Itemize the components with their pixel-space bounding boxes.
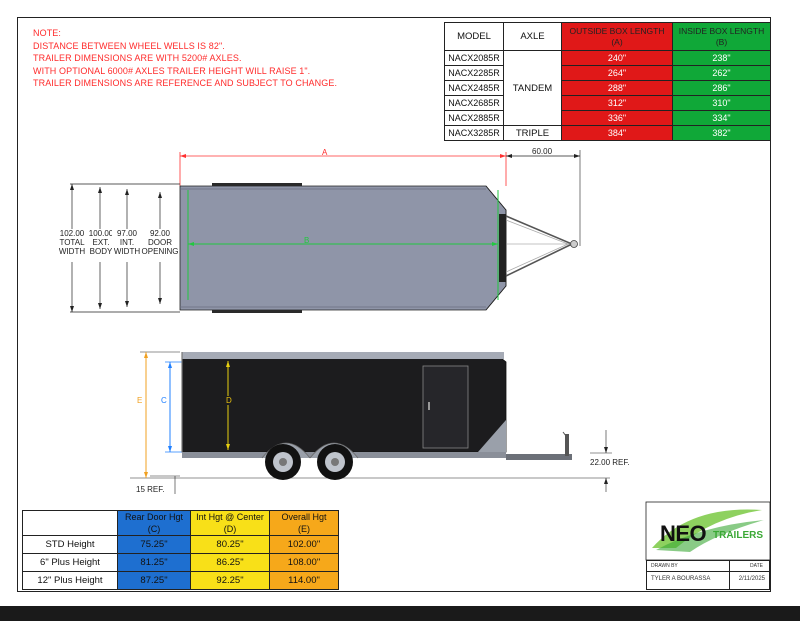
header-outside-length: OUTSIDE BOX LENGTH (A) — [561, 22, 673, 51]
drawn-by-value: TYLER A BOURASSA — [651, 576, 711, 582]
header-title: Int Hgt @ Center — [196, 512, 264, 522]
inside-length-cell: 238" — [672, 50, 771, 66]
notes-block: NOTE: DISTANCE BETWEEN WHEEL WELLS IS 82… — [33, 27, 337, 90]
row-label: 12" Plus Height — [22, 571, 118, 590]
neo-trailers-logo — [645, 501, 771, 561]
title-block: DRAWN BY DATE TYLER A BOURASSA 2/11/2025 — [646, 560, 770, 590]
dim-e-label: E — [137, 396, 143, 405]
ext-body-label: 100.00 EXT. BODY — [85, 229, 117, 256]
inside-length-cell: 262" — [672, 65, 771, 81]
note-line: TRAILER DIMENSIONS ARE WITH 5200# AXLES. — [33, 53, 242, 63]
outside-length-cell: 264" — [561, 65, 673, 81]
header-sub: (C) — [147, 524, 161, 534]
rear-door-hgt-cell: 87.25" — [117, 571, 191, 590]
rear-door-hgt-cell: 75.25" — [117, 535, 191, 554]
table-row: NACX2285R 264" 262" — [444, 65, 771, 81]
header-outside-sub: (A) — [611, 36, 623, 47]
header-inside-sub: (B) — [715, 36, 728, 47]
title-block-separator — [729, 561, 730, 589]
overall-hgt-cell: 114.00" — [269, 571, 339, 590]
dim-b-label: B — [304, 236, 310, 245]
height-table: Rear Door Hgt (C) Int Hgt @ Center (D) O… — [22, 510, 339, 590]
rear-door-hgt-cell: 81.25" — [117, 553, 191, 572]
axle-tandem-cell: TANDEM — [503, 50, 562, 126]
trailer-drawing — [70, 150, 771, 561]
side-view — [130, 351, 612, 494]
note-line: DISTANCE BETWEEN WHEEL WELLS IS 82". — [33, 40, 225, 51]
header-inside-title: INSIDE BOX LENGTH — [678, 25, 765, 36]
overall-hgt-cell: 108.00" — [269, 553, 339, 572]
table-row: Rear Door Hgt (C) Int Hgt @ Center (D) O… — [22, 510, 339, 536]
table-row: STD Height 75.25" 80.25" 102.00" — [22, 535, 339, 554]
overall-hgt-cell: 102.00" — [269, 535, 339, 554]
inside-length-cell: 382" — [672, 125, 771, 141]
inside-length-cell: 310" — [672, 95, 771, 111]
axle-triple-cell: TRIPLE — [503, 125, 562, 141]
note-line: TRAILER DIMENSIONS ARE REFERENCE AND SUB… — [33, 78, 338, 88]
int-hgt-cell: 86.25" — [190, 553, 270, 572]
total-width-label: 102.00 TOTAL WIDTH — [54, 229, 90, 256]
table-row: 12" Plus Height 87.25" 92.25" 114.00" — [22, 571, 339, 590]
sheet-border — [17, 17, 771, 592]
row-label: STD Height — [22, 535, 118, 554]
logo-main-text: NEO — [660, 521, 707, 546]
model-cell: NACX2685R — [444, 95, 504, 111]
int-hgt-cell: 80.25" — [190, 535, 270, 554]
table-row: NACX3285R TRIPLE 384" 382" — [444, 125, 771, 141]
drawing-sheet: NOTE: DISTANCE BETWEEN WHEEL WELLS IS 82… — [0, 0, 800, 606]
outside-length-cell: 384" — [561, 125, 673, 141]
row-label: 6" Plus Height — [22, 553, 118, 572]
table-row: 6" Plus Height 81.25" 86.25" 108.00" — [22, 553, 339, 572]
tongue-length-label: 60.00 — [532, 147, 553, 156]
ground-ref-label: 15 REF. — [136, 485, 165, 494]
title-block-divider — [647, 571, 769, 572]
outside-length-cell: 288" — [561, 80, 673, 96]
door-opening-label: 92.00 DOOR OPENING — [141, 229, 179, 256]
top-view — [70, 150, 581, 313]
header-title: Overall Hgt — [281, 512, 327, 522]
model-length-table: MODEL AXLE OUTSIDE BOX LENGTH (A) INSIDE… — [444, 22, 771, 141]
table-row: NACX2685R 312" 310" — [444, 95, 771, 111]
note-line: WITH OPTIONAL 6000# AXLES TRAILER HEIGHT… — [33, 65, 311, 76]
dim-c-label: C — [161, 396, 167, 405]
outside-length-cell: 312" — [561, 95, 673, 111]
drawn-by-label: DRAWN BY — [651, 563, 678, 569]
int-hgt-cell: 92.25" — [190, 571, 270, 590]
inside-length-cell: 286" — [672, 80, 771, 96]
header-rear-door-hgt: Rear Door Hgt (C) — [117, 510, 191, 536]
int-width-label: 97.00 INT. WIDTH — [112, 229, 142, 256]
header-axle: AXLE — [503, 22, 562, 51]
header-outside-title: OUTSIDE BOX LENGTH — [569, 25, 665, 36]
header-int-hgt: Int Hgt @ Center (D) — [190, 510, 270, 536]
header-sub: (D) — [223, 524, 237, 534]
height-table-corner — [22, 510, 118, 536]
note-heading: NOTE: — [33, 28, 62, 38]
dim-a-label: A — [322, 148, 328, 157]
header-model: MODEL — [444, 22, 504, 51]
header-title: Rear Door Hgt — [124, 512, 184, 522]
logo-sub-text: TRAILERS — [713, 530, 763, 541]
header-sub: (E) — [298, 524, 310, 534]
model-cell: NACX2085R — [444, 50, 504, 66]
dim-d-label: D — [226, 396, 232, 405]
date-label: DATE — [750, 563, 763, 569]
table-row: NACX2085R TANDEM 240" 238" — [444, 50, 771, 126]
header-overall-hgt: Overall Hgt (E) — [269, 510, 339, 536]
date-value: 2/11/2025 — [738, 576, 765, 582]
tongue-ref-label: 22.00 REF. — [590, 458, 630, 467]
